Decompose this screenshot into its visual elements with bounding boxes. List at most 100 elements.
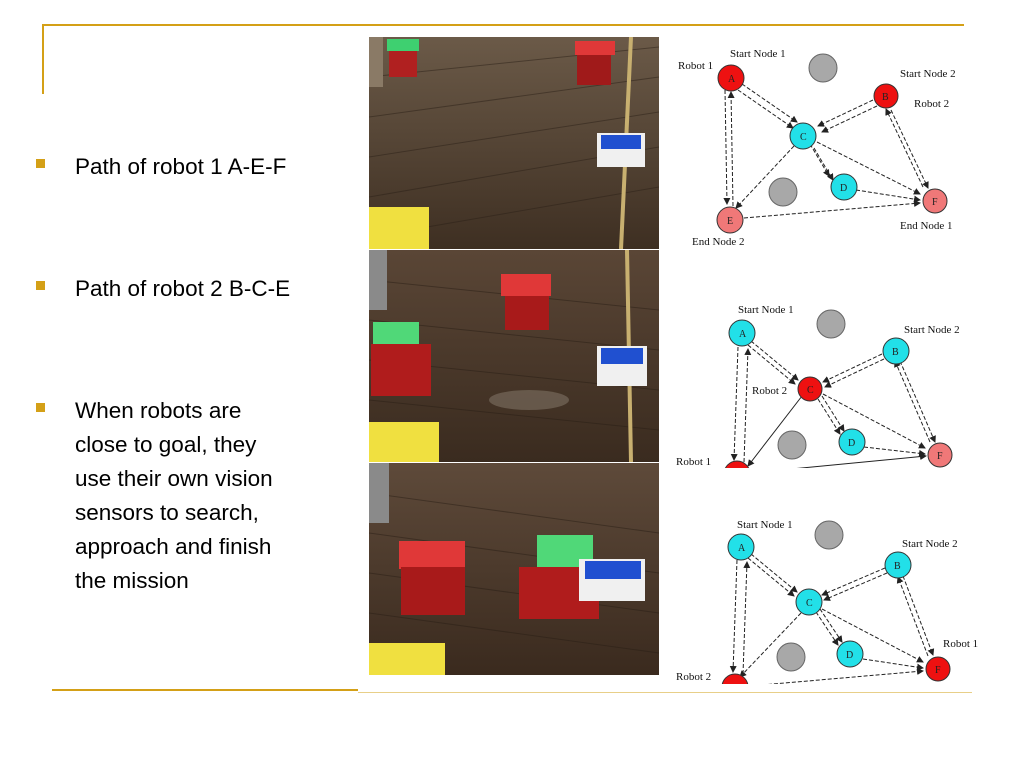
graph-node-d — [830, 173, 858, 201]
node-label: E — [732, 683, 738, 684]
graph-edge — [817, 99, 874, 127]
graph-edge — [817, 398, 841, 435]
graph-node-e — [721, 673, 749, 684]
path-graph-2: A B C D E F Start Node 1 Start Node 2 Ro… — [670, 256, 980, 468]
node-label: B — [892, 347, 899, 358]
graph-edge — [747, 395, 803, 467]
frame-bottom-line — [52, 689, 358, 691]
graph-edge — [813, 147, 834, 181]
bullet-text: Path of robot 2 B-C-E — [75, 276, 291, 301]
robot-1-label: Robot 1 — [676, 456, 711, 468]
graph-edge — [823, 572, 888, 601]
graph-edge — [727, 91, 735, 207]
graph-edge — [743, 200, 921, 219]
node-label: B — [894, 561, 901, 572]
obstacle-node — [814, 520, 844, 550]
node-label: C — [800, 132, 807, 143]
graph-edge — [809, 143, 830, 177]
graph-edge — [747, 557, 795, 597]
node-label: D — [840, 183, 847, 194]
graph-edge — [819, 608, 843, 643]
graph-edge — [750, 340, 799, 381]
graph-node-b — [884, 551, 912, 579]
graph-edge — [747, 344, 796, 385]
bullet-marker — [36, 281, 45, 290]
start-node-2-label: Start Node 2 — [904, 324, 960, 336]
graph-node-f — [927, 442, 953, 468]
graph-edge — [729, 559, 738, 673]
graph-edge — [821, 608, 924, 663]
start-node-2-label: Start Node 2 — [902, 538, 958, 550]
node-label: F — [932, 197, 938, 208]
graph-edge — [723, 89, 731, 205]
node-label: C — [806, 598, 813, 609]
graph-edge — [862, 658, 924, 671]
graph-node-a — [728, 319, 756, 347]
node-label: A — [739, 329, 747, 340]
node-label: F — [937, 451, 943, 462]
graph-node-c — [797, 376, 823, 402]
robot-2-label: Robot 2 — [676, 671, 711, 683]
graph-edge — [902, 575, 935, 656]
graph-node-c — [795, 588, 823, 616]
node-label: B — [882, 92, 889, 103]
graph-edge — [737, 89, 794, 129]
robot-2-label: Robot 2 — [914, 98, 949, 110]
graph-node-a — [727, 533, 755, 561]
path-graphs: A B C D E F Start Node 1 Start Node 2 Ro… — [670, 40, 980, 685]
graph-edge — [821, 395, 845, 432]
path-graph-1: A B C D E F Start Node 1 Start Node 2 Ro… — [670, 40, 980, 252]
node-label: C — [807, 385, 814, 396]
graph-edge — [822, 353, 883, 383]
bullet-item: When robots are close to goal, they use … — [36, 394, 273, 598]
graph-node-f — [925, 656, 951, 682]
node-label: D — [846, 650, 853, 661]
graph-node-d — [838, 428, 866, 456]
robot-1-label: Robot 1 — [678, 60, 713, 72]
graph-edge — [894, 360, 931, 443]
node-label: D — [848, 438, 855, 449]
node-label: E — [727, 216, 733, 227]
graph-edge — [863, 446, 926, 457]
robot-2-label: Robot 2 — [752, 385, 787, 397]
frame-left-line — [42, 24, 44, 94]
robot-photo-1 — [369, 37, 659, 249]
obstacle-node — [777, 430, 807, 460]
graph-edge — [821, 567, 886, 596]
graph-node-b — [882, 337, 910, 365]
robot-photos — [369, 37, 659, 677]
graph-edge — [739, 612, 802, 678]
graph-edge — [821, 105, 878, 133]
obstacle-node — [768, 177, 798, 207]
graph-edge — [735, 145, 795, 209]
obstacle-node — [816, 309, 846, 339]
graph-edge — [741, 83, 798, 123]
start-node-2-label: Start Node 2 — [900, 68, 956, 80]
graph-node-c — [789, 122, 817, 150]
graph-edge — [816, 141, 921, 195]
graph-edge — [767, 668, 924, 684]
graph-edge — [855, 189, 921, 203]
graph-node-e — [724, 460, 750, 468]
frame-bottom-thin-line — [358, 692, 972, 693]
end-node-1-label: End Node 1 — [900, 220, 953, 232]
bullet-item: Path of robot 1 A-E-F — [36, 150, 286, 184]
obstacle-node — [776, 642, 806, 672]
bullet-marker — [36, 403, 45, 412]
bullet-text: Path of robot 1 A-E-F — [75, 154, 287, 179]
start-node-1-label: Start Node 1 — [738, 304, 794, 316]
bullet-item: Path of robot 2 B-C-E — [36, 272, 290, 306]
robot-photo-2 — [369, 250, 659, 462]
graph-node-d — [836, 640, 864, 668]
obstacle-node — [808, 53, 838, 83]
graph-node-b — [873, 83, 899, 109]
graph-edge — [896, 576, 929, 657]
bullet-marker — [36, 159, 45, 168]
graph-edge — [730, 346, 739, 461]
start-node-1-label: Start Node 1 — [737, 519, 793, 531]
graph-node-e — [716, 206, 744, 234]
graph-edge — [815, 611, 839, 646]
node-label: A — [728, 74, 736, 85]
graph-edge — [885, 108, 924, 188]
graph-edge — [750, 553, 798, 593]
